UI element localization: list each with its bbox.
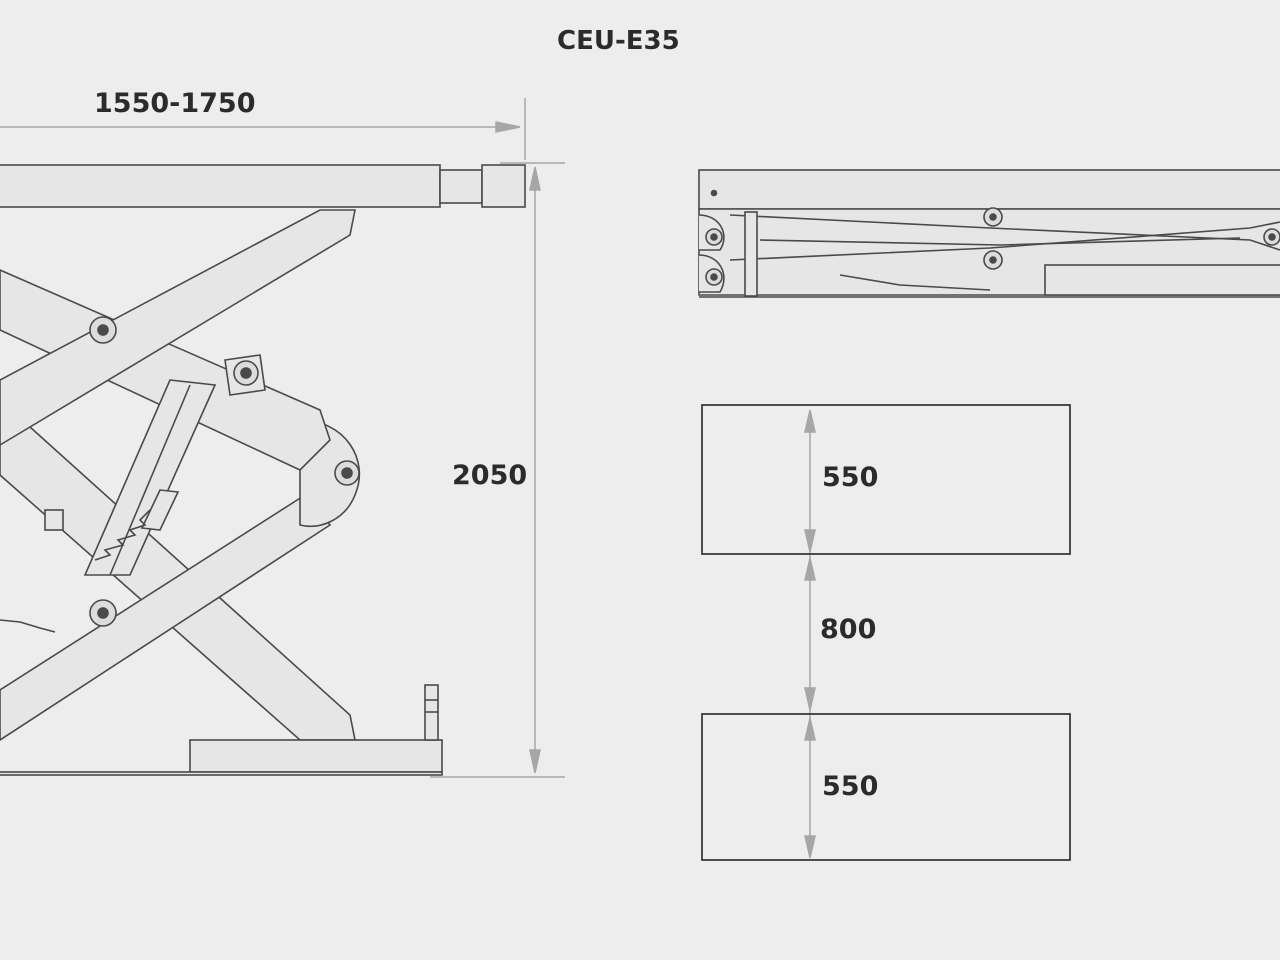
collapsed-view bbox=[698, 169, 1280, 298]
pad-arrow-2 bbox=[804, 529, 816, 553]
rear-pad bbox=[701, 713, 1071, 861]
side-view-scissor-lift bbox=[0, 164, 526, 776]
pad-arrow-3 bbox=[804, 557, 816, 581]
cylinder-rod bbox=[109, 384, 191, 576]
cylinder-bracket bbox=[140, 489, 180, 531]
collapsed-pins bbox=[705, 207, 1280, 286]
cylinder-spring bbox=[94, 509, 151, 561]
collapsed-base-block bbox=[1044, 264, 1280, 296]
pad-gap-dimension-label: 800 bbox=[820, 614, 877, 645]
platform-extension-end bbox=[481, 164, 526, 208]
collapsed-arm-2 bbox=[729, 221, 1280, 261]
height-arrowhead-top bbox=[529, 166, 541, 191]
collapsed-platform bbox=[698, 169, 1280, 210]
cylinder-lower-spring bbox=[0, 619, 56, 633]
height-arrowhead-bottom bbox=[529, 749, 541, 774]
collapsed-arm-1 bbox=[729, 214, 1280, 251]
pad-arrow-6 bbox=[804, 835, 816, 859]
plan-view bbox=[701, 404, 1071, 861]
platform-extension-tube bbox=[439, 169, 483, 204]
lower-arm-b bbox=[0, 493, 332, 741]
length-arrowhead bbox=[495, 121, 521, 133]
upper-arm-a bbox=[0, 269, 331, 471]
front-pad bbox=[701, 404, 1071, 555]
rear-pad-dimension-label: 550 bbox=[822, 771, 879, 802]
base-block bbox=[189, 739, 443, 773]
collapsed-lock-post bbox=[744, 211, 758, 297]
pivot-pins bbox=[89, 316, 360, 627]
hydraulic-cylinder-body bbox=[83, 379, 217, 576]
upper-arm-b bbox=[0, 209, 356, 446]
platform-rivet bbox=[710, 189, 718, 197]
dimension-lines bbox=[0, 98, 816, 859]
diagram-title: CEU-E35 bbox=[557, 26, 680, 56]
cylinder-clip bbox=[44, 509, 64, 531]
pad-arrow-4 bbox=[804, 687, 816, 711]
height-dimension-label: 2050 bbox=[452, 460, 528, 491]
length-dimension-label: 1550-1750 bbox=[94, 88, 256, 119]
top-platform bbox=[0, 164, 441, 208]
front-pad-dimension-label: 550 bbox=[822, 462, 879, 493]
base-plate bbox=[0, 771, 443, 776]
pad-arrow-1 bbox=[804, 409, 816, 433]
pad-arrow-5 bbox=[804, 717, 816, 741]
